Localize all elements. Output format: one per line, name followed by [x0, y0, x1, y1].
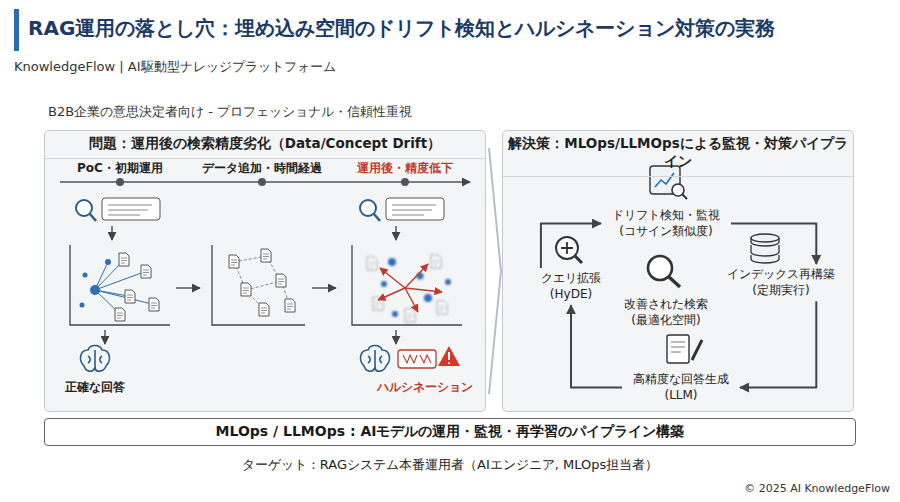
node-text: 改善された検索 (最適化空間): [618, 297, 714, 328]
text-label: データ追加・時間経過: [202, 160, 322, 177]
title-accent: [14, 9, 19, 51]
node-text: 高精度な回答生成 (LLM): [626, 372, 736, 403]
caption: ターゲット：RAGシステム本番運用者（AIエンジニア, MLOps担当者）: [242, 456, 659, 474]
node-text: クエリ拡張 (HyDE): [531, 271, 611, 302]
panel-heading: 問題：運用後の検索精度劣化（Data/Concept Drift）: [45, 131, 485, 159]
text-label: KnowledgeFlow | AI駆動型ナレッジプラットフォーム: [14, 58, 336, 76]
process-step: インデックス再構築 (定期実行): [718, 265, 844, 300]
panel-chevron: [489, 148, 501, 394]
text-label: © 2025 AI KnowledgeFlow: [744, 482, 890, 495]
text-label: ハルシネーション: [377, 379, 473, 396]
node-text: インデックス再構築 (定期実行): [721, 267, 841, 298]
text-label: B2B企業の意思決定者向け - プロフェッショナル・信頼性重視: [48, 103, 412, 121]
page-title: RAG運用の落とし穴：埋め込み空間のドリフト検知とハルシネーション対策の実務: [28, 15, 775, 42]
text-label: 運用後・精度低下: [357, 160, 453, 177]
process-step: クエリ拡張 (HyDE): [528, 269, 614, 304]
process-step: 高精度な回答生成 (LLM): [623, 370, 739, 405]
text-label: PoC・初期運用: [77, 160, 163, 177]
panel: 解決策：MLOps/LLMOpsによる監視・対策パイプラインドリフト検知・監視 …: [502, 130, 854, 412]
process-step: 改善された検索 (最適化空間): [615, 295, 717, 330]
process-step: ドリフト検知・監視 (コサイン類似度): [603, 206, 729, 241]
panel-heading: 解決策：MLOps/LLMOpsによる監視・対策パイプライン: [503, 131, 853, 177]
node-text: MLOps / LLMOps : AIモデルの運用・監視・再学習のパイプライン構…: [216, 423, 685, 441]
node-text: ドリフト検知・監視 (コサイン類似度): [606, 208, 726, 239]
text-label: 正確な回答: [65, 379, 125, 396]
banner-box: MLOps / LLMOps : AIモデルの運用・監視・再学習のパイプライン構…: [44, 418, 856, 446]
